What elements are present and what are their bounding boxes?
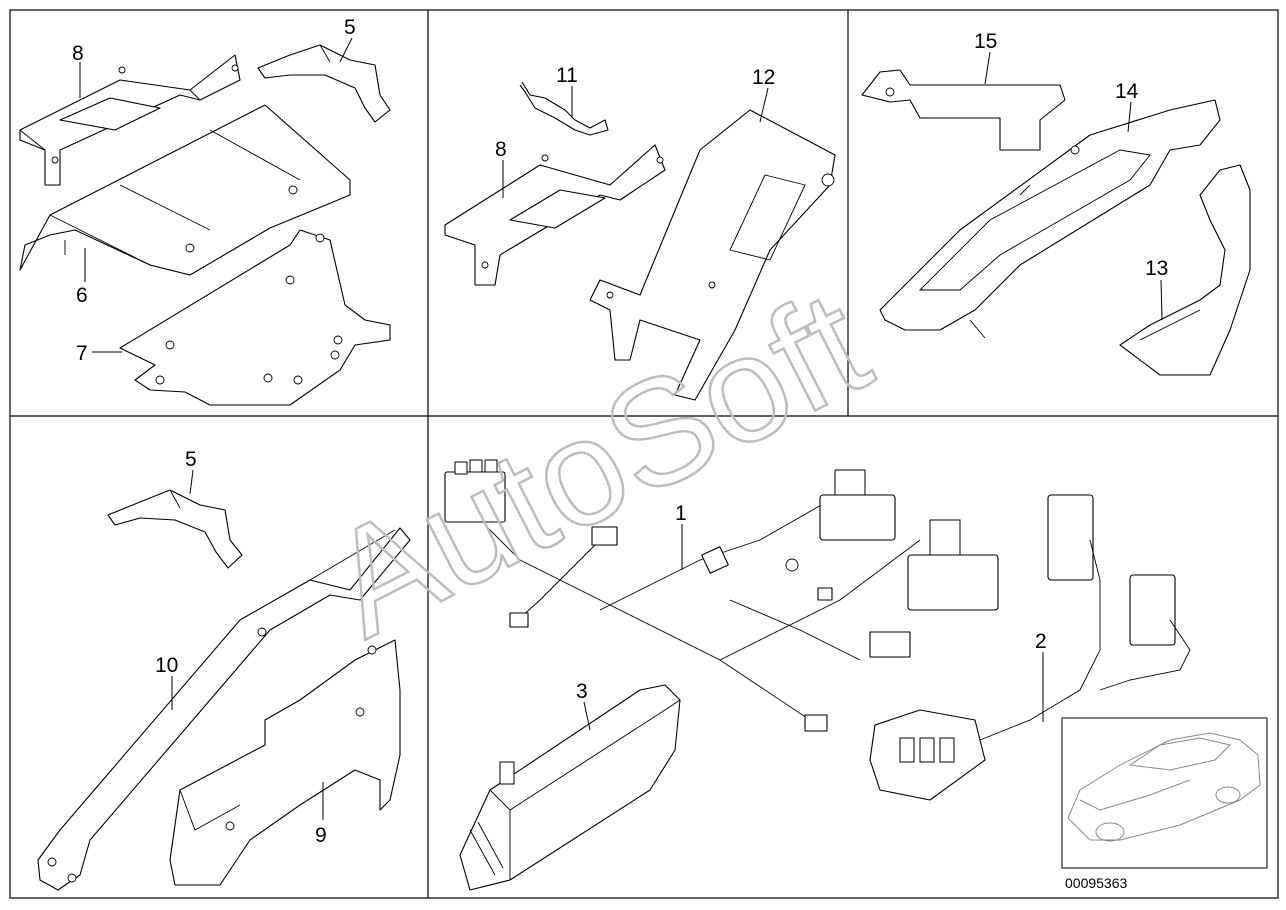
clip-part-5-top-left <box>257 44 391 123</box>
part-number-6: 6 <box>76 284 88 307</box>
part-number-15: 15 <box>974 30 997 53</box>
part-number-13: 13 <box>1145 257 1168 280</box>
wiring-harness-part-1 <box>444 459 999 732</box>
wiring-harness-part-2 <box>869 494 1191 801</box>
part-number-11: 11 <box>556 64 578 87</box>
catalog-number: 00095363 <box>1065 875 1128 891</box>
car-icon <box>1067 732 1261 842</box>
part-number-labels: 8 5 6 7 11 8 12 15 14 13 5 10 9 1 3 2 <box>72 16 1168 847</box>
watermark-text: AutoSoft <box>303 258 892 669</box>
part-number-2: 2 <box>1035 630 1047 653</box>
bracket-part-13 <box>1119 164 1251 376</box>
bracket-part-15 <box>861 69 1066 151</box>
control-module-part-3 <box>459 684 681 891</box>
bracket-part-9 <box>169 639 401 886</box>
part-number-5b: 5 <box>185 448 197 471</box>
part-number-12: 12 <box>752 66 775 89</box>
part-number-14: 14 <box>1115 80 1139 103</box>
panel-grid <box>9 9 1279 899</box>
part-number-9: 9 <box>315 824 327 847</box>
bracket-part-8-top-left <box>19 54 241 186</box>
bracket-part-8-center <box>444 144 666 286</box>
clip-part-5-bottom-left <box>107 489 243 569</box>
part-number-5a: 5 <box>344 16 356 39</box>
part-number-3: 3 <box>576 680 588 703</box>
bracket-part-10 <box>37 527 411 891</box>
tray-part-6 <box>19 104 351 276</box>
part-number-8b: 8 <box>495 138 507 161</box>
plate-part-12 <box>589 109 836 401</box>
plate-part-7 <box>119 229 391 406</box>
part-number-7: 7 <box>76 342 88 365</box>
leader-lines <box>79 37 1163 820</box>
part-number-8a: 8 <box>72 42 84 65</box>
bracket-part-14 <box>879 99 1221 339</box>
part-number-1: 1 <box>675 502 687 525</box>
bracket-part-11 <box>519 81 609 136</box>
vehicle-thumbnail <box>1061 717 1268 869</box>
part-number-10: 10 <box>155 654 178 677</box>
